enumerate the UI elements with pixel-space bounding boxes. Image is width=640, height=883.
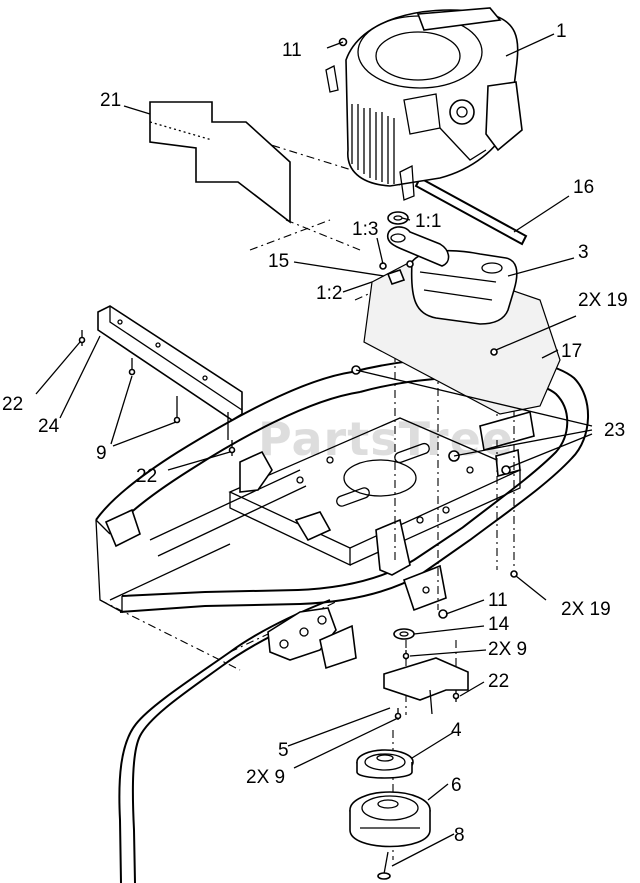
callout-2x19-upper: 2X 19 xyxy=(578,290,628,311)
callout-21: 21 xyxy=(100,90,122,111)
callout-9: 9 xyxy=(96,443,107,464)
callout-3: 3 xyxy=(578,242,589,263)
part-1-engine xyxy=(325,7,523,201)
callout-22-mid: 22 xyxy=(136,466,158,487)
callout-1-2: 1:2 xyxy=(316,283,343,304)
callout-22-left: 22 xyxy=(2,394,24,415)
callout-22-lower: 22 xyxy=(488,671,510,692)
callout-16: 16 xyxy=(573,177,595,198)
callout-24: 24 xyxy=(38,416,60,437)
callout-23: 23 xyxy=(604,420,626,441)
callout-2x9-lower: 2X 9 xyxy=(246,767,286,788)
callout-5: 5 xyxy=(278,740,289,761)
callout-1-1: 1:1 xyxy=(415,211,442,232)
part-16-tube xyxy=(414,176,528,246)
part-24-channel-bracket xyxy=(97,305,243,440)
watermark: PartsTree xyxy=(258,412,514,466)
callout-11-lower: 11 xyxy=(488,590,508,611)
callout-17: 17 xyxy=(561,341,583,362)
frame xyxy=(95,356,589,883)
exhaust-fittings xyxy=(379,211,450,270)
callout-2x19-lower: 2X 19 xyxy=(561,599,611,620)
clutch-stack xyxy=(349,609,469,880)
part-3-muffler xyxy=(410,249,518,325)
part-21-heat-shield xyxy=(149,101,291,224)
callout-2x9-upper: 2X 9 xyxy=(488,639,528,660)
callout-15: 15 xyxy=(268,251,290,272)
callout-8: 8 xyxy=(454,825,465,846)
callout-1-3: 1:3 xyxy=(352,219,379,240)
leader-lines xyxy=(35,33,593,867)
callout-11-engine: 11 xyxy=(282,40,302,61)
callout-4: 4 xyxy=(451,720,462,741)
callout-1: 1 xyxy=(556,21,567,42)
hardware xyxy=(78,37,518,578)
callout-14: 14 xyxy=(488,614,510,635)
callout-6: 6 xyxy=(451,775,462,796)
